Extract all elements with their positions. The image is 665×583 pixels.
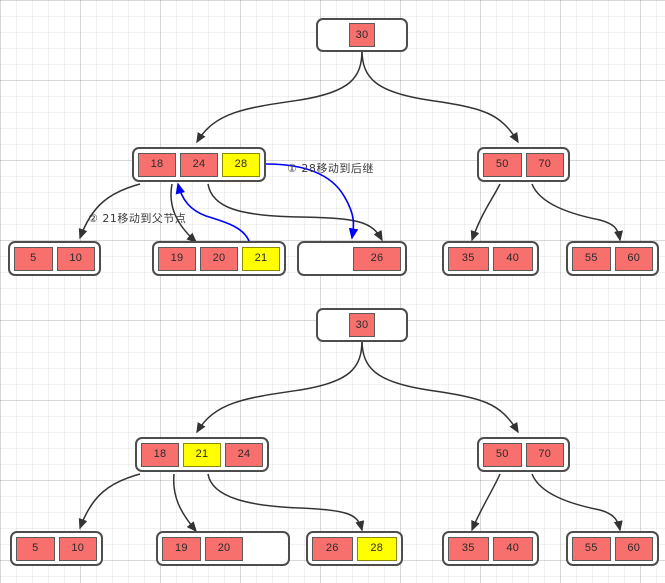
key-cell-19[interactable]: 19 [158, 246, 196, 271]
upper-internal-node-50-70[interactable]: 50 70 [477, 147, 570, 182]
key-cell-40[interactable]: 40 [492, 536, 533, 561]
key-cell-21-highlighted[interactable]: 21 [183, 442, 221, 467]
key-cell-19[interactable]: 19 [162, 536, 201, 561]
blue-arrow-21-to-parent [175, 182, 251, 245]
key-cell-70[interactable]: 70 [525, 442, 564, 467]
edge-70-to-leaf-55-60 [531, 183, 623, 242]
edge-root-to-left-2 [196, 339, 363, 434]
key-cell-empty [379, 313, 402, 337]
key-cell-21-highlighted[interactable]: 21 [242, 246, 280, 271]
key-cell-28-highlighted[interactable]: 28 [356, 536, 397, 561]
key-cell-empty [247, 537, 284, 561]
lower-internal-node-18-21-24[interactable]: 18 21 24 [135, 437, 269, 472]
lower-root-node-30[interactable]: 30 [316, 308, 408, 342]
key-cell-empty [379, 23, 402, 47]
key-cell-20[interactable]: 20 [204, 536, 244, 561]
key-cell-30[interactable]: 30 [349, 313, 375, 337]
key-cell-24[interactable]: 24 [180, 152, 218, 177]
key-cell-empty [322, 313, 345, 337]
key-cell-35[interactable]: 35 [448, 246, 489, 271]
upper-leaf-node-19-20-21[interactable]: 19 20 21 [152, 241, 286, 276]
key-cell-empty [303, 247, 349, 271]
key-cell-empty [322, 23, 345, 47]
key-cell-28-highlighted[interactable]: 28 [222, 152, 260, 177]
upper-leaf-node-26[interactable]: 26 [297, 241, 407, 276]
key-cell-40[interactable]: 40 [492, 246, 533, 271]
edge-28-to-leaf-26 [207, 183, 383, 242]
key-cell-50[interactable]: 50 [483, 442, 522, 467]
key-cell-5[interactable]: 5 [16, 536, 55, 561]
upper-leaf-node-5-10[interactable]: 5 10 [8, 241, 101, 276]
key-cell-55[interactable]: 55 [572, 536, 611, 561]
key-cell-50[interactable]: 50 [483, 152, 522, 177]
key-cell-18[interactable]: 18 [141, 442, 179, 467]
key-cell-10[interactable]: 10 [58, 536, 97, 561]
lower-leaf-node-35-40[interactable]: 35 40 [442, 531, 539, 566]
annotation-note-1: ① 28移动到后继 [287, 162, 374, 175]
edge-24-to-leaf-26-28 [207, 473, 365, 532]
edge-root-to-right-2 [361, 339, 519, 434]
key-cell-24[interactable]: 24 [225, 442, 263, 467]
lower-leaf-node-19-20[interactable]: 19 20 [156, 531, 290, 566]
edge-50-to-leaf-35-40 [470, 183, 501, 242]
edge-18-to-leaf-5-10-2 [78, 473, 141, 530]
upper-internal-node-18-24-28[interactable]: 18 24 28 [132, 147, 266, 182]
key-cell-20[interactable]: 20 [200, 246, 238, 271]
edge-root-to-left [196, 49, 363, 144]
key-cell-26[interactable]: 26 [353, 246, 401, 271]
key-cell-70[interactable]: 70 [525, 152, 564, 177]
edge-21-to-leaf-19-20 [172, 473, 197, 533]
key-cell-60[interactable]: 60 [614, 536, 653, 561]
lower-leaf-node-5-10[interactable]: 5 10 [10, 531, 103, 566]
upper-leaf-node-35-40[interactable]: 35 40 [442, 241, 539, 276]
key-cell-26[interactable]: 26 [312, 536, 353, 561]
key-cell-5[interactable]: 5 [14, 246, 53, 271]
key-cell-35[interactable]: 35 [448, 536, 489, 561]
edge-50-to-leaf-35-40-2 [471, 473, 501, 532]
lower-leaf-node-55-60[interactable]: 55 60 [566, 531, 659, 566]
edge-root-to-right [361, 49, 519, 144]
key-cell-18[interactable]: 18 [138, 152, 176, 177]
lower-internal-node-50-70[interactable]: 50 70 [477, 437, 570, 472]
key-cell-55[interactable]: 55 [572, 246, 611, 271]
lower-leaf-node-26-28[interactable]: 26 28 [306, 531, 403, 566]
edge-70-to-leaf-55-60-2 [531, 473, 623, 532]
key-cell-30[interactable]: 30 [349, 23, 375, 47]
key-cell-60[interactable]: 60 [614, 246, 653, 271]
upper-leaf-node-55-60[interactable]: 55 60 [566, 241, 659, 276]
key-cell-10[interactable]: 10 [56, 246, 95, 271]
upper-root-node-30[interactable]: 30 [316, 18, 408, 52]
annotation-note-2: ② 21移动到父节点 [88, 212, 187, 225]
